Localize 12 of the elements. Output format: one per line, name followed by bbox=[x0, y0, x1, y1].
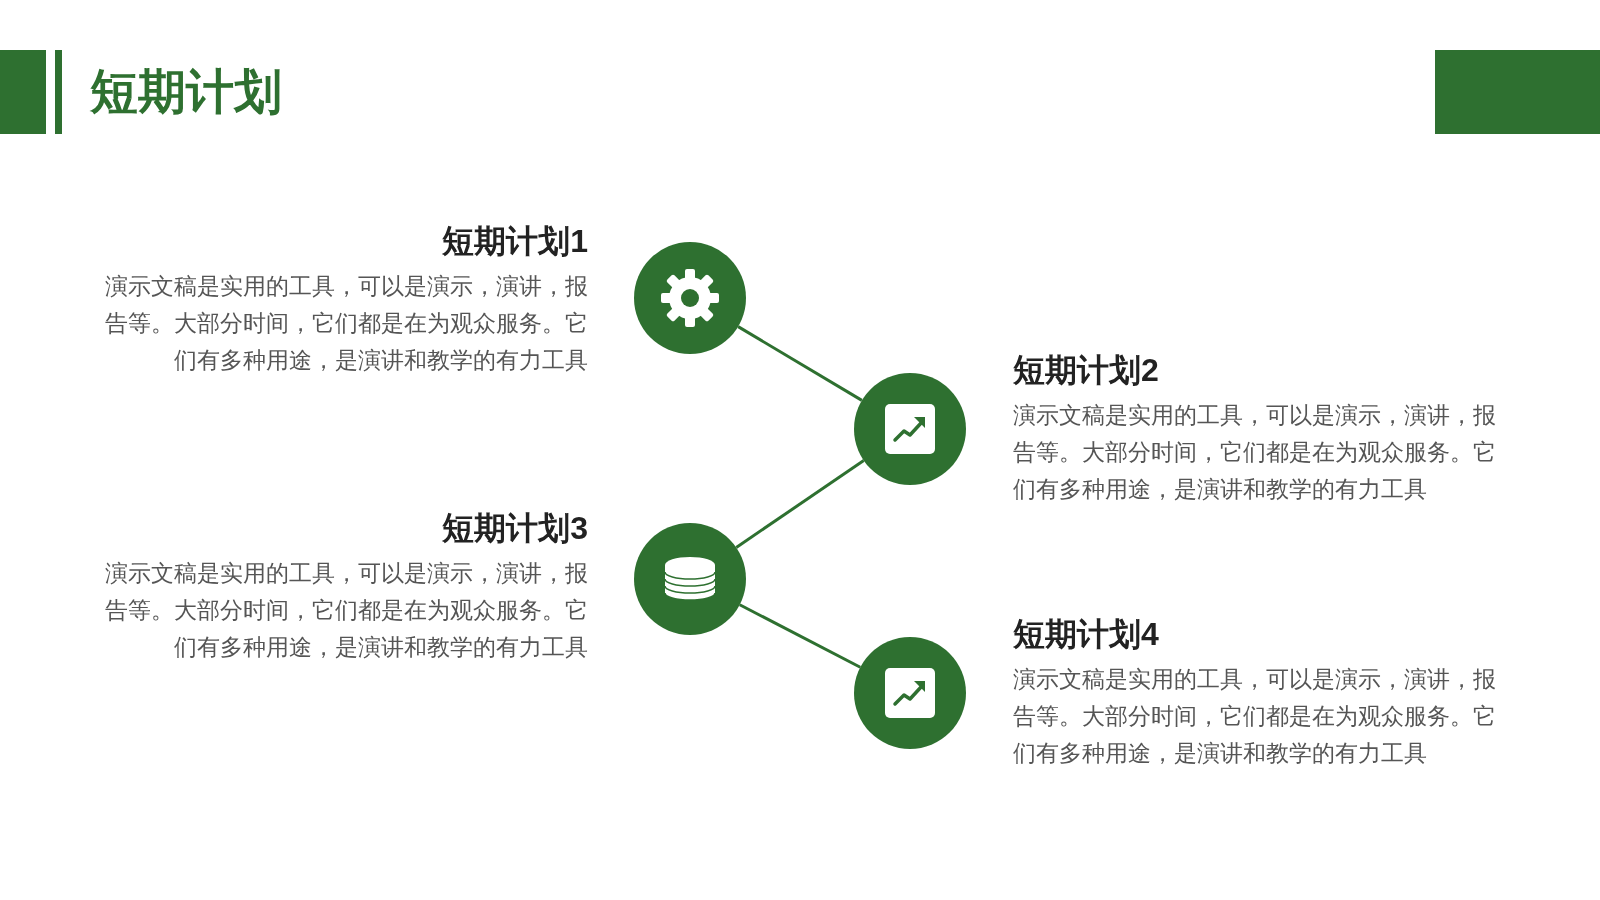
item-description: 演示文稿是实用的工具，可以是演示，演讲，报告等。大部分时间，它们都是在为观众服务。它们有多种用途，是演讲和教学的有力工具 bbox=[104, 560, 588, 662]
page-title: 短期计划 bbox=[90, 64, 282, 120]
item-heading: 短期计划2 bbox=[1013, 351, 1159, 390]
connector-line bbox=[737, 325, 863, 402]
item-description: 演示文稿是实用的工具，可以是演示，演讲，报告等。大部分时间，它们都是在为观众服务。它们有多种用途，是演讲和教学的有力工具 bbox=[1013, 402, 1497, 504]
item-heading: 短期计划4 bbox=[1013, 615, 1159, 654]
connector-line bbox=[735, 459, 865, 549]
item-description: 演示文稿是实用的工具，可以是演示，演讲，报告等。大部分时间，它们都是在为观众服务。它们有多种用途，是演讲和教学的有力工具 bbox=[1013, 666, 1497, 768]
item-heading: 短期计划3 bbox=[442, 509, 588, 548]
connector-line bbox=[739, 603, 861, 669]
item-description: 演示文稿是实用的工具，可以是演示，演讲，报告等。大部分时间，它们都是在为观众服务。它们有多种用途，是演讲和教学的有力工具 bbox=[104, 273, 588, 375]
item-heading: 短期计划1 bbox=[442, 222, 588, 261]
